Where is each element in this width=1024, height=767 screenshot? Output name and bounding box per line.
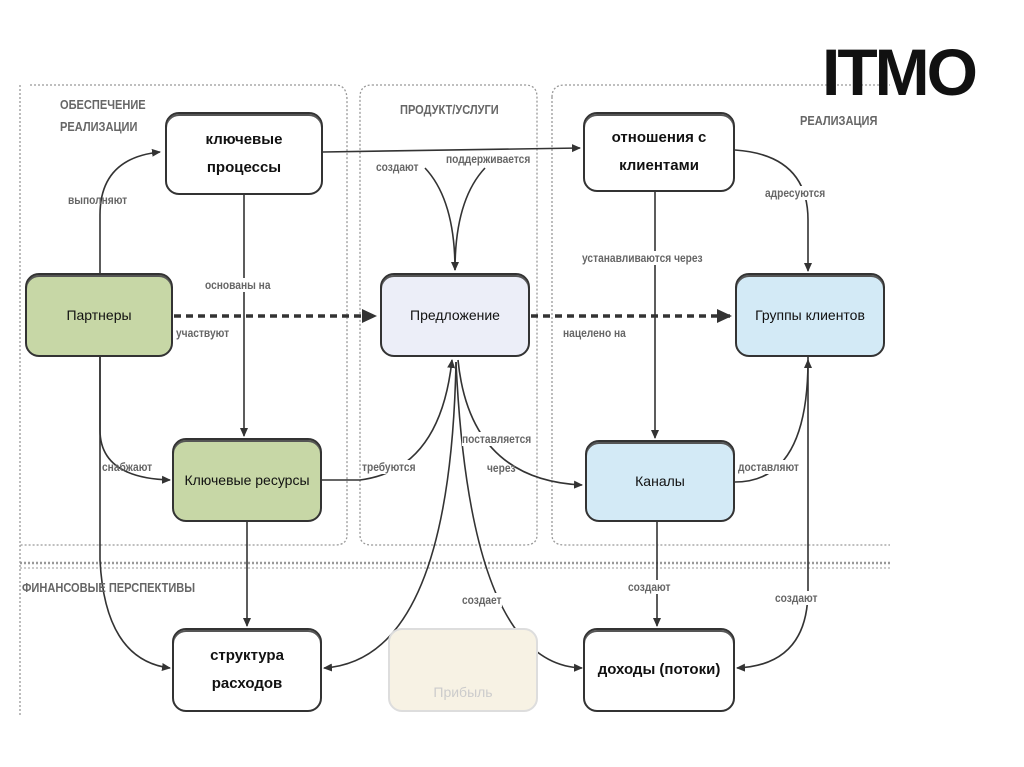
edge-offer-channels (457, 359, 583, 489)
section-delivery-frame (551, 84, 890, 546)
edge-resources-offer (322, 359, 456, 481)
node-label: структура (210, 647, 284, 664)
node-offer[interactable]: Предложение (380, 273, 530, 357)
itmo-logo: ITMO (822, 35, 978, 109)
edge-label-via: через (487, 461, 516, 475)
edge-label-required: требуются (362, 460, 416, 474)
edge-partners-processes (99, 148, 161, 273)
edge-offer-revenue (455, 361, 583, 672)
edge-relations-groups (734, 149, 812, 272)
node-label: отношения с (611, 129, 707, 146)
section-delivery-title: РЕАЛИЗАЦИЯ (800, 113, 878, 128)
edge-label-create: создают (376, 160, 419, 174)
edge-processes-relations (322, 144, 581, 153)
node-profit[interactable]: Прибыль (388, 628, 538, 712)
section-product-title: ПРОДУКТ/УСЛУГИ (400, 102, 499, 117)
edge-channels-groups (734, 359, 812, 483)
edge-label-based-on: основаны на (205, 278, 271, 292)
edge-label-deliver: доставляют (738, 460, 799, 474)
edge-label-addressed: адресуются (765, 186, 826, 200)
edge-label-targeted-at: нацелено на (563, 326, 626, 340)
node-key-resources[interactable]: Ключевые ресурсы (172, 438, 322, 522)
edge-offer-costs (323, 361, 457, 672)
node-key-processes[interactable]: ключевые процессы (165, 112, 323, 195)
edge-support-offer (454, 167, 486, 271)
edge-groups-revenue (736, 357, 809, 672)
edge-label-supported: поддерживается (446, 152, 531, 166)
section-product-frame (359, 84, 538, 546)
edge-label-established-via: устанавливаются через (582, 251, 703, 265)
section-support-line1: ОБЕСПЕЧЕНИЕ (60, 97, 146, 112)
node-partners[interactable]: Партнеры (25, 273, 173, 357)
node-label: процессы (206, 158, 282, 176)
edge-label-participate: участвуют (176, 326, 230, 340)
node-label: расходов (211, 675, 283, 692)
edge-label-perform: выполняют (68, 193, 128, 207)
edge-create-offer (424, 167, 459, 271)
edge-label-delivered: поставляется (462, 432, 532, 446)
node-customer-groups[interactable]: Группы клиентов (735, 273, 885, 357)
edge-label-channels-create: создают (628, 580, 671, 594)
node-channels[interactable]: Каналы (585, 440, 735, 522)
edge-label-creates: создает (462, 593, 502, 607)
edge-label-supply: снабжают (102, 460, 153, 474)
node-label: клиентами (619, 157, 699, 174)
section-finance-title: ФИНАНСОВЫЕ ПЕРСПЕКТИВЫ (22, 580, 196, 595)
section-support-title: ОБЕСПЕЧЕНИЕ РЕАЛИЗАЦИИ (60, 94, 146, 138)
node-label: ключевые (205, 130, 283, 148)
node-customer-relations[interactable]: отношения с клиентами (583, 112, 735, 192)
edge-partners-costs (99, 357, 171, 671)
node-cost-structure[interactable]: структура расходов (172, 628, 322, 712)
edge-label-groups-create: создают (775, 591, 818, 605)
node-revenue[interactable]: доходы (потоки) (583, 628, 735, 712)
section-support-line2: РЕАЛИЗАЦИИ (60, 119, 138, 134)
